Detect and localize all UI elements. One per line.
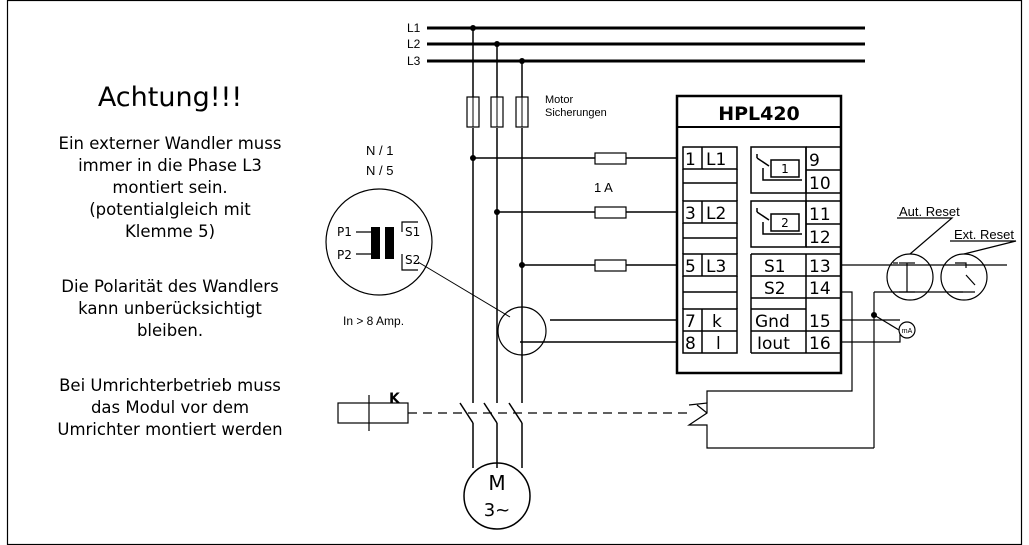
- control-fuses: [594, 152, 627, 272]
- note-line: das Modul vor dem: [90, 398, 250, 417]
- terminal-number: 12: [809, 228, 831, 248]
- terminal-number: 9: [809, 151, 820, 171]
- terminal-number: 15: [809, 312, 831, 332]
- terminal-number: 5: [685, 257, 696, 277]
- aut-reset-label: Aut. Reset: [899, 204, 960, 219]
- terminal-name: l: [716, 334, 721, 354]
- terminal-number: 3: [685, 204, 696, 224]
- contactor-label: K: [389, 391, 401, 407]
- label-l3: L3: [407, 54, 421, 68]
- motor-symbol: [463, 462, 531, 530]
- motor-phase: 3~: [484, 500, 511, 521]
- transformer-rating: In > 8 Amp.: [343, 314, 404, 328]
- label-p1: P1: [337, 225, 352, 239]
- busbars: [427, 26, 865, 63]
- terminal-number: 1: [685, 150, 696, 170]
- right-terminals: 9 10 11 12 13 14 15 16 S1 S2 Gnd Iout: [755, 151, 831, 354]
- measuring-lines: [473, 157, 678, 343]
- motor-fuse-label: Sicherungen: [545, 107, 607, 119]
- note-line: Klemme 5): [124, 222, 216, 241]
- contactor: [337, 395, 874, 449]
- current-transformer: [497, 306, 547, 356]
- module-box: [675, 94, 843, 375]
- note-line: Die Polarität des Wandlers: [61, 277, 279, 296]
- note-inverter: Bei Umrichterbetrieb muss das Modul vor …: [14, 375, 326, 441]
- motor-m: M: [488, 471, 505, 495]
- transformer-core: [385, 227, 394, 259]
- label-p2: P2: [337, 248, 352, 262]
- note-line: kann unberücksichtigt: [78, 299, 262, 318]
- ammeter-label: mA: [902, 328, 913, 335]
- relay-2-label: 2: [781, 216, 789, 230]
- label-s1: S1: [405, 225, 420, 239]
- ext-reset-label: Ext. Reset: [954, 227, 1014, 242]
- terminal-name: L3: [706, 257, 726, 277]
- note-line: Umrichter montiert werden: [57, 420, 283, 439]
- terminal-name: S1: [764, 257, 786, 277]
- terminal-number: 8: [685, 334, 696, 354]
- relay-grid: [750, 146, 841, 354]
- note-line: montiert sein.: [112, 178, 228, 197]
- note-line: bleiben.: [136, 321, 204, 340]
- motor-fuse-label: Motor: [545, 94, 573, 106]
- terminal-name: L2: [706, 204, 726, 224]
- warning-title: Achtung!!!: [97, 82, 243, 113]
- terminal-name: Gnd: [755, 312, 790, 332]
- label-n5: N / 5: [366, 163, 393, 178]
- terminal-name: k: [712, 312, 722, 332]
- transformer-leads: [356, 221, 418, 271]
- note-line: immer in die Phase L3: [78, 156, 262, 175]
- note-line: Ein externer Wandler muss: [58, 134, 282, 153]
- reset-wiring: [706, 217, 1017, 448]
- terminal-number: 10: [809, 174, 831, 194]
- terminal-number: 11: [809, 205, 831, 225]
- terminal-name: Iout: [757, 334, 790, 354]
- terminal-number: 14: [809, 279, 831, 299]
- transformer-detail: [325, 188, 433, 296]
- label-s2: S2: [405, 253, 420, 267]
- note-line: (potentialgleich mit: [89, 200, 251, 219]
- module-name: HPL420: [718, 103, 800, 125]
- leader-line: [417, 261, 511, 318]
- terminal-number: 13: [809, 257, 831, 277]
- terminal-number: 7: [685, 312, 696, 332]
- label-l1: L1: [407, 21, 421, 35]
- fuse-centerlines: [472, 97, 523, 127]
- terminal-number: 16: [809, 334, 831, 354]
- label-l2: L2: [407, 37, 421, 51]
- terminal-name: L1: [706, 150, 726, 170]
- control-fuse-rating: 1 A: [594, 180, 613, 195]
- label-n1: N / 1: [366, 143, 393, 158]
- left-terminal-grid: [682, 146, 738, 354]
- frame: [6, 0, 1023, 545]
- note-line: Bei Umrichterbetrieb muss: [59, 376, 281, 395]
- note-polarity: Die Polarität des Wandlers kann unberück…: [14, 276, 326, 342]
- transformer-core: [371, 227, 380, 259]
- phase-wires: [459, 28, 523, 468]
- note-external-transformer: Ein externer Wandler muss immer in die P…: [14, 133, 326, 243]
- relay-1-label: 1: [781, 162, 789, 176]
- terminal-name: S2: [764, 279, 786, 299]
- left-terminals: 1 L1 3 L2 5 L3 7 k 8 l: [685, 150, 726, 354]
